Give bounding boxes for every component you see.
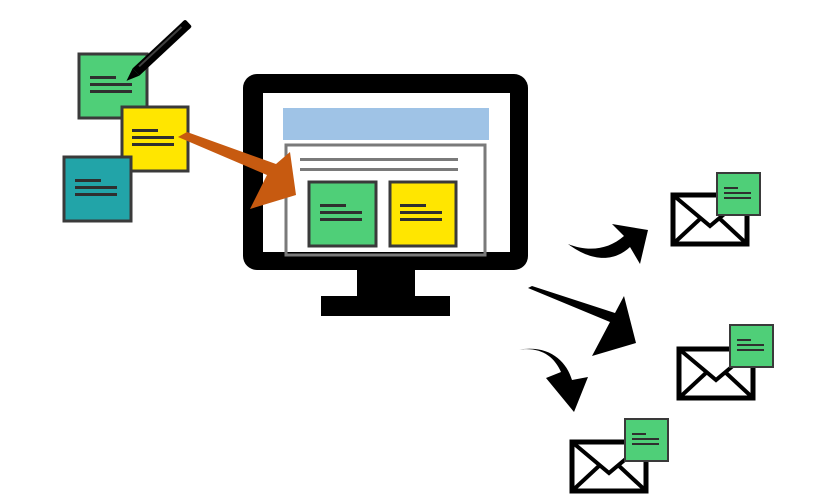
- yellow-note: [120, 105, 190, 173]
- screen-green-note: [307, 180, 378, 248]
- envelope-icon: [670, 192, 750, 247]
- arrow-to-middle-envelope: [528, 286, 636, 356]
- envelope-note: [624, 418, 669, 462]
- monitor-icon: [243, 74, 528, 316]
- envelope-top: [670, 172, 761, 247]
- envelope-icon: [676, 346, 756, 401]
- sticky-notes-stack: [62, 20, 192, 223]
- envelope-bottom: [569, 418, 669, 494]
- arrow-to-top-envelope: [568, 224, 648, 264]
- envelope-icon: [569, 439, 649, 494]
- teal-note: [62, 155, 133, 223]
- browser-window: [283, 108, 489, 257]
- browser-header-bar: [283, 108, 489, 140]
- envelope-note: [716, 172, 761, 216]
- orange-arrow: [178, 132, 296, 209]
- pencil-icon: [126, 20, 192, 81]
- envelope-note: [729, 324, 774, 368]
- envelope-middle: [676, 324, 774, 401]
- green-note: [77, 52, 149, 120]
- screen-yellow-note: [388, 180, 458, 248]
- arrow-to-bottom-envelope: [517, 348, 588, 412]
